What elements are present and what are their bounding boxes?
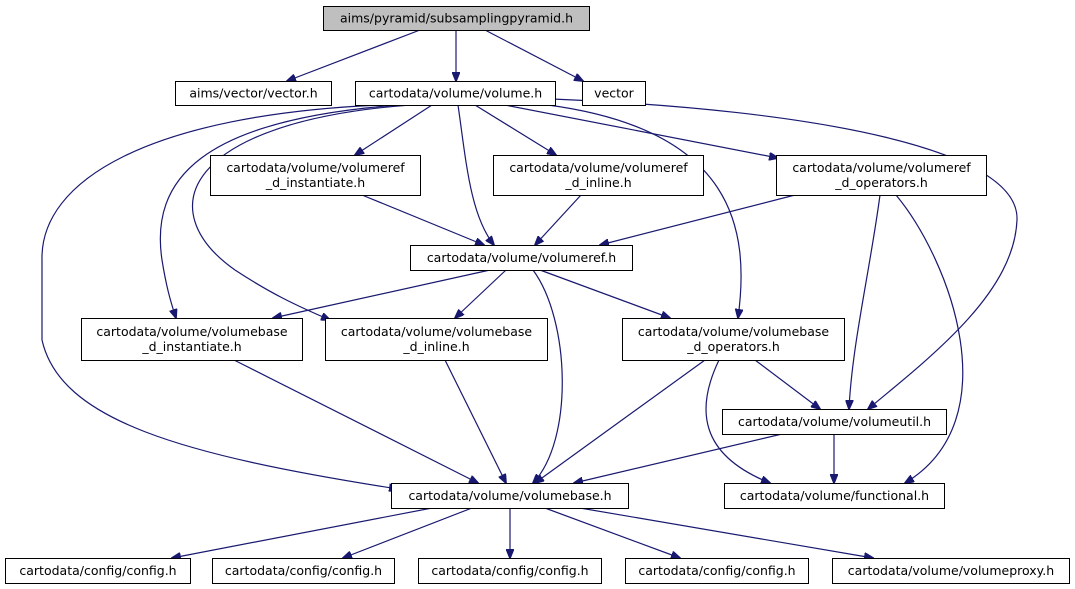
edge-volumeref_h-to-volumebase_h [533, 269, 563, 483]
node-config_1[interactable]: cartodata/config/config.h [5, 558, 191, 584]
edge-volume_h-to-volumebase_d_inline [191, 104, 411, 320]
node-box-config_1 [5, 558, 191, 584]
edge-subsamplingpyramid-to-aims_vector [287, 29, 421, 81]
node-label-config_1: cartodata/config/config.h [19, 563, 176, 578]
node-volume_h[interactable]: cartodata/volume/volume.h [355, 81, 556, 106]
node-subsamplingpyramid[interactable]: aims/pyramid/subsamplingpyramid.h [323, 6, 590, 31]
node-label-volumebase_d_operators-line-1: cartodata/volume/volumebase [638, 324, 830, 339]
node-config_2[interactable]: cartodata/config/config.h [212, 558, 395, 584]
node-box-volumeutil_h [722, 409, 947, 435]
edge-volumeref_d_operators-to-functional_h [895, 194, 964, 483]
node-box-volumeref_h [410, 245, 633, 271]
node-label-volumeproxy_h: cartodata/volume/volumeproxy.h [848, 563, 1054, 578]
edge-volume_h-to-volumebase_h [41, 104, 398, 489]
edge-volume_h-to-volumeref_d_instantiate [355, 104, 433, 155]
node-volumeref_d_instantiate[interactable]: cartodata/volume/volumeref_d_instantiate… [210, 155, 421, 196]
edge-volumeref_h-to-volumebase_d_inline [455, 269, 507, 318]
edge-volumebase_d_operators-to-volumeutil_h [754, 359, 820, 409]
node-label-config_3: cartodata/config/config.h [431, 563, 588, 578]
node-box-volumeref_d_operators [776, 155, 987, 196]
node-config_3[interactable]: cartodata/config/config.h [418, 558, 602, 584]
node-box-volumebase_h [391, 483, 629, 509]
node-label-volumebase_d_instantiate-line-1: cartodata/volume/volumebase [96, 324, 288, 339]
edge-volumebase_d_instantiate-to-volumebase_h [233, 359, 478, 483]
edge-volumebase_d_operators-to-functional_h [705, 359, 770, 483]
node-volumebase_d_instantiate[interactable]: cartodata/volume/volumebase_d_instantiat… [81, 318, 303, 361]
edge-volumeref_d_instantiate-to-volumeref_h [361, 194, 484, 245]
node-box-volumeref_d_instantiate [210, 155, 421, 196]
node-box-std_vector [582, 81, 646, 106]
node-label-volumeref_d_instantiate-line-1: cartodata/volume/volumeref [226, 160, 405, 175]
node-config_4[interactable]: cartodata/config/config.h [625, 558, 809, 584]
edge-volumebase_h-to-config_4 [544, 507, 680, 558]
edge-volumeref_h-to-volumebase_d_operators [539, 269, 670, 318]
node-volumeutil_h[interactable]: cartodata/volume/volumeutil.h [722, 409, 947, 435]
node-label-volumebase_d_operators-line-2: _d_operators.h [686, 339, 780, 354]
edge-volume_h-to-volumeref_d_operators [504, 104, 778, 158]
node-label-config_2: cartodata/config/config.h [225, 563, 382, 578]
node-box-volumebase_d_instantiate [81, 318, 303, 361]
node-label-aims_vector: aims/vector/vector.h [189, 86, 317, 101]
edge-volume_h-to-volumebase_d_operators [547, 104, 741, 318]
node-box-volumebase_d_inline [325, 318, 548, 361]
node-label-volumeref_d_operators-line-2: _d_operators.h [834, 175, 928, 190]
node-box-config_4 [625, 558, 809, 584]
edge-volumebase_h-to-volumeproxy_h [579, 507, 873, 558]
node-volumebase_d_operators[interactable]: cartodata/volume/volumebase_d_operators.… [622, 318, 845, 361]
node-box-subsamplingpyramid [323, 6, 590, 31]
edge-volume_h-to-volumeref_h [457, 104, 494, 245]
edge-volumeref_d_operators-to-volumeref_h [600, 194, 796, 245]
node-label-volumeutil_h: cartodata/volume/volumeutil.h [738, 414, 931, 429]
node-label-volumebase_h: cartodata/volume/volumebase.h [408, 488, 611, 503]
node-volumeref_h[interactable]: cartodata/volume/volumeref.h [410, 245, 633, 271]
edge-subsamplingpyramid-to-std_vector [484, 29, 583, 81]
node-aims_vector[interactable]: aims/vector/vector.h [175, 81, 332, 106]
node-label-functional_h: cartodata/volume/functional.h [740, 488, 929, 503]
node-label-volumeref_d_operators-line-1: cartodata/volume/volumeref [792, 160, 971, 175]
node-volumeref_d_inline[interactable]: cartodata/volume/volumeref_d_inline.h [493, 155, 704, 196]
node-functional_h[interactable]: cartodata/volume/functional.h [724, 483, 945, 509]
node-volumebase_d_inline[interactable]: cartodata/volume/volumebase_d_inline.h [325, 318, 548, 361]
node-label-std_vector: vector [594, 86, 635, 101]
nodes-layer: aims/pyramid/subsamplingpyramid.h aims/ve… [5, 6, 1070, 584]
edge-volumebase_d_operators-to-volumebase_h [535, 359, 706, 483]
edge-volumebase_d_inline-to-volumebase_h [444, 359, 506, 483]
node-box-aims_vector [175, 81, 332, 106]
edge-volume_h-to-volumeutil_h [551, 98, 1018, 409]
node-box-volumeproxy_h [832, 558, 1070, 584]
edges-layer [41, 29, 1018, 558]
node-box-volumeref_d_inline [493, 155, 704, 196]
node-label-volumebase_d_inline-line-1: cartodata/volume/volumebase [341, 324, 533, 339]
node-box-config_3 [418, 558, 602, 584]
node-label-subsamplingpyramid: aims/pyramid/subsamplingpyramid.h [340, 11, 573, 26]
edge-volumeref_d_inline-to-volumeref_h [535, 194, 582, 245]
node-label-volumeref_d_inline-line-2: _d_inline.h [564, 175, 631, 190]
edge-volume_h-to-volumebase_d_instantiate [159, 104, 399, 318]
node-label-volumebase_d_inline-line-2: _d_inline.h [402, 339, 469, 354]
node-label-volumebase_d_instantiate-line-2: _d_instantiate.h [141, 339, 241, 354]
node-label-volume_h: cartodata/volume/volume.h [369, 86, 542, 101]
node-box-volumebase_d_operators [622, 318, 845, 361]
node-box-volume_h [355, 81, 556, 106]
node-box-config_2 [212, 558, 395, 584]
node-volumeproxy_h[interactable]: cartodata/volume/volumeproxy.h [832, 558, 1070, 584]
edge-volume_h-to-volumeref_d_inline [474, 104, 556, 155]
edge-volumeref_h-to-volumebase_d_instantiate [273, 269, 491, 318]
node-volumeref_d_operators[interactable]: cartodata/volume/volumeref_d_operators.h [776, 155, 987, 196]
node-label-config_4: cartodata/config/config.h [638, 563, 795, 578]
node-box-functional_h [724, 483, 945, 509]
node-std_vector[interactable]: vector [582, 81, 646, 106]
edge-volumebase_h-to-config_1 [172, 507, 433, 558]
edge-volumeutil_h-to-volumebase_h [574, 433, 783, 483]
node-label-volumeref_d_inline-line-1: cartodata/volume/volumeref [509, 160, 688, 175]
node-label-volumeref_h: cartodata/volume/volumeref.h [427, 250, 616, 265]
edge-volumebase_h-to-config_2 [343, 507, 473, 558]
node-label-volumeref_d_instantiate-line-2: _d_instantiate.h [265, 175, 365, 190]
node-volumebase_h[interactable]: cartodata/volume/volumebase.h [391, 483, 629, 509]
edge-volumeref_d_operators-to-volumeutil_h [849, 194, 881, 409]
